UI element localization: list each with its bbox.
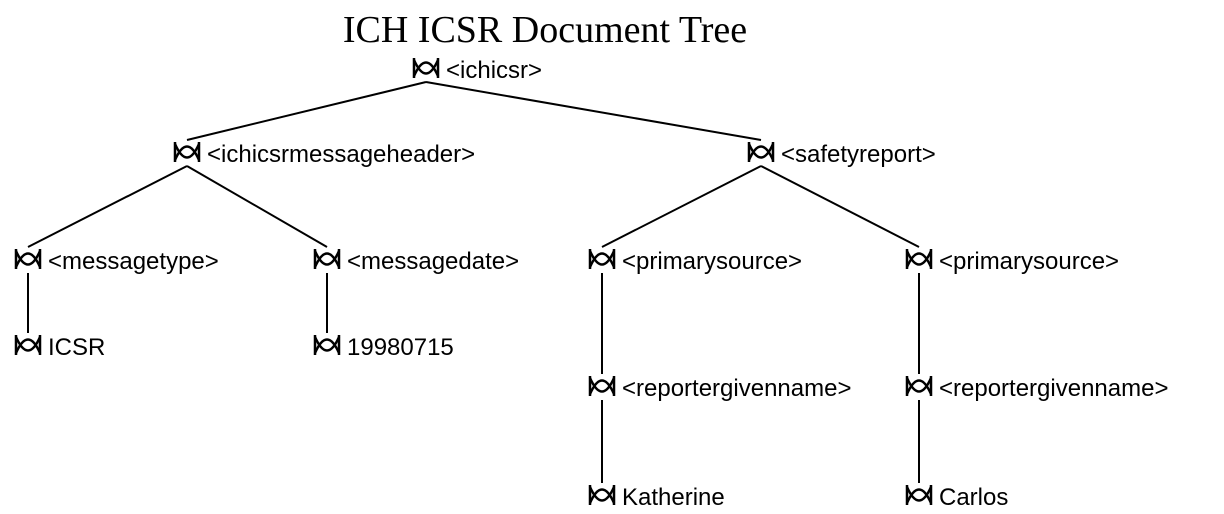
node-label-rgn1_val: Katherine [622,484,725,511]
node-label-msgtype_val: ICSR [48,334,105,361]
edge-root-header [186,81,427,141]
node-icon [747,142,775,162]
tree-node-msgtype_val: ICSR [14,334,105,361]
edge-report-ps2 [760,165,920,248]
node-label-root: <ichicsr> [446,57,542,84]
node-icon [588,249,616,269]
tree-node-ps2: <primarysource> [905,248,1119,275]
node-icon [588,485,616,505]
node-icon [412,58,440,78]
node-label-rgn1: <reportergivenname> [622,375,851,402]
tree-node-rgn1_val: Katherine [588,484,725,511]
node-icon [173,142,201,162]
node-label-ps1: <primarysource> [622,248,802,275]
tree-node-root: <ichicsr> [412,57,542,84]
node-icon [313,249,341,269]
node-icon [588,376,616,396]
tree-nodes: <ichicsr> <ichicsrmessageheader> <safetyre… [14,57,1168,511]
diagram-title: ICH ICSR Document Tree [343,9,747,51]
node-label-report: <safetyreport> [781,141,936,168]
edge-root-report [425,81,762,141]
tree-node-header: <ichicsrmessageheader> [173,141,475,168]
node-icon [905,249,933,269]
node-icon [14,249,42,269]
tree-edges [27,81,920,483]
node-label-msgdate: <messagedate> [347,248,519,275]
tree-node-rgn2_val: Carlos [905,484,1008,511]
edge-header-msgtype [27,165,188,248]
tree-node-report: <safetyreport> [747,141,936,168]
node-label-rgn2_val: Carlos [939,484,1008,511]
tree-node-msgtype: <messagetype> [14,248,219,275]
node-icon [905,376,933,396]
tree-node-msgdate_val: 19980715 [313,334,454,361]
node-icon [905,485,933,505]
node-label-rgn2: <reportergivenname> [939,375,1168,402]
tree-node-rgn1: <reportergivenname> [588,375,851,402]
node-icon [313,335,341,355]
node-label-ps2: <primarysource> [939,248,1119,275]
node-label-msgtype: <messagetype> [48,248,219,275]
tree-node-rgn2: <reportergivenname> [905,375,1168,402]
node-label-header: <ichicsrmessageheader> [207,141,475,168]
tree-node-msgdate: <messagedate> [313,248,519,275]
edge-header-msgdate [186,165,328,248]
edge-report-ps1 [601,165,762,248]
node-icon [14,335,42,355]
node-label-msgdate_val: 19980715 [347,334,454,361]
tree-node-ps1: <primarysource> [588,248,802,275]
